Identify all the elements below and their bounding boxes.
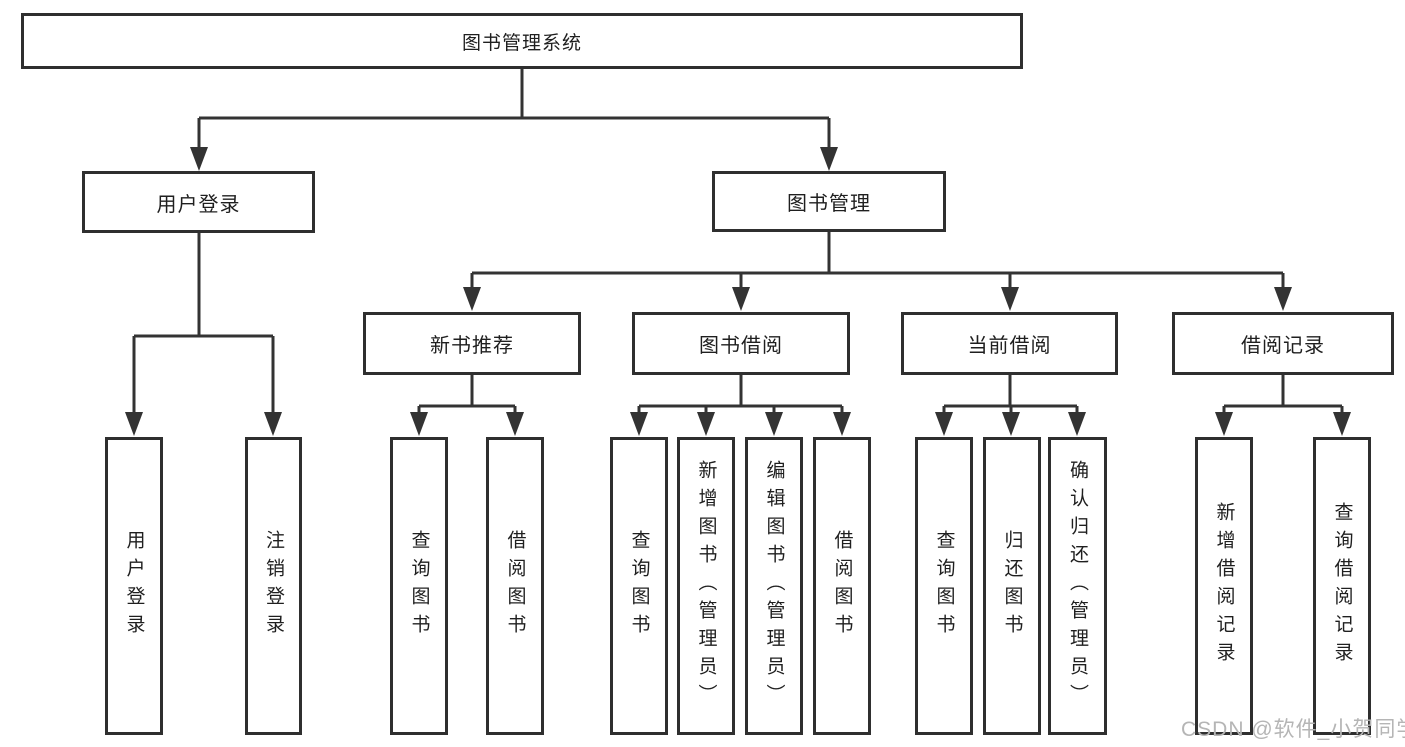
connector-book-mgmt-to-level3	[470, 232, 1285, 289]
leaf-borrow-book-2: 借阅图书	[813, 437, 871, 735]
arrowhead	[935, 412, 953, 436]
node-library-system-label: 图书管理系统	[461, 32, 582, 54]
leaf-return-book-label: 归还图书	[1001, 530, 1023, 642]
connector-book-borrow-to-leaves	[637, 375, 844, 414]
node-book-borrow-label: 图书借阅	[699, 335, 783, 357]
leaf-return-book: 归还图书	[983, 437, 1041, 735]
node-user-login-label: 用户登录	[156, 193, 241, 216]
leaf-edit-book-admin: 编辑图书（管理员）	[745, 437, 803, 735]
node-borrow-record: 借阅记录	[1172, 312, 1394, 375]
leaf-add-borrow-record-label: 新增借阅记录	[1213, 502, 1235, 670]
leaf-user-login: 用户登录	[105, 437, 163, 735]
node-book-management: 图书管理	[712, 171, 946, 232]
arrowhead	[630, 412, 648, 436]
leaf-confirm-return-admin-label: 确认归还（管理员）	[1067, 460, 1088, 712]
node-book-management-label: 图书管理	[787, 193, 871, 215]
connector-borrow-record-to-leaves	[1222, 375, 1344, 414]
arrowhead	[697, 412, 715, 436]
leaf-query-book-3-label: 查询图书	[933, 530, 955, 642]
arrowhead	[190, 147, 208, 171]
arrowhead	[463, 287, 481, 311]
leaf-add-book-admin: 新增图书（管理员）	[677, 437, 735, 735]
arrowhead	[1274, 287, 1292, 311]
leaf-confirm-return-admin: 确认归还（管理员）	[1048, 437, 1107, 735]
arrowhead	[264, 412, 282, 436]
leaf-query-borrow-record-label: 查询借阅记录	[1331, 502, 1353, 670]
arrowhead	[1215, 412, 1233, 436]
connector-user-login-to-leaves	[132, 233, 275, 414]
leaf-logout-label: 注销登录	[263, 530, 284, 642]
leaf-query-borrow-record: 查询借阅记录	[1313, 437, 1371, 735]
leaf-borrow-book-2-label: 借阅图书	[831, 530, 853, 642]
node-current-borrow-label: 当前借阅	[967, 335, 1052, 357]
arrowhead	[1068, 412, 1086, 436]
arrowhead	[410, 412, 428, 436]
node-new-book-recommend-label: 新书推荐	[430, 335, 514, 357]
arrowhead	[1001, 287, 1019, 311]
leaf-borrow-book-1: 借阅图书	[486, 437, 544, 735]
leaf-add-borrow-record: 新增借阅记录	[1195, 437, 1253, 735]
connector-current-borrow-to-leaves	[942, 375, 1079, 414]
leaf-query-book-2: 查询图书	[610, 437, 668, 735]
arrowhead	[506, 412, 524, 436]
arrowhead	[732, 287, 750, 311]
node-library-system: 图书管理系统	[21, 13, 1023, 69]
leaf-edit-book-admin-label: 编辑图书（管理员）	[763, 460, 785, 712]
leaf-add-book-admin-label: 新增图书（管理员）	[695, 460, 717, 712]
arrowhead	[125, 412, 143, 436]
connector-new-book-to-leaves	[417, 375, 517, 414]
arrowhead	[833, 412, 851, 436]
node-new-book-recommend: 新书推荐	[363, 312, 581, 375]
node-book-borrow: 图书借阅	[632, 312, 850, 375]
connector-root-to-level2	[197, 69, 831, 149]
node-user-login: 用户登录	[82, 171, 315, 233]
arrowhead	[765, 412, 783, 436]
node-current-borrow: 当前借阅	[901, 312, 1118, 375]
leaf-user-login-label: 用户登录	[123, 530, 145, 642]
arrowhead	[1002, 412, 1020, 436]
arrowhead	[820, 147, 838, 171]
leaf-logout: 注销登录	[245, 437, 302, 735]
leaf-borrow-book-1-label: 借阅图书	[504, 530, 526, 642]
csdn-watermark: CSDN @软件_小贺同学	[1181, 718, 1405, 741]
leaf-query-book-3: 查询图书	[915, 437, 973, 735]
node-borrow-record-label: 借阅记录	[1241, 335, 1325, 357]
leaf-query-book-1: 查询图书	[390, 437, 448, 735]
arrowhead	[1333, 412, 1351, 436]
leaf-query-book-1-label: 查询图书	[408, 530, 430, 642]
leaf-query-book-2-label: 查询图书	[628, 530, 650, 642]
